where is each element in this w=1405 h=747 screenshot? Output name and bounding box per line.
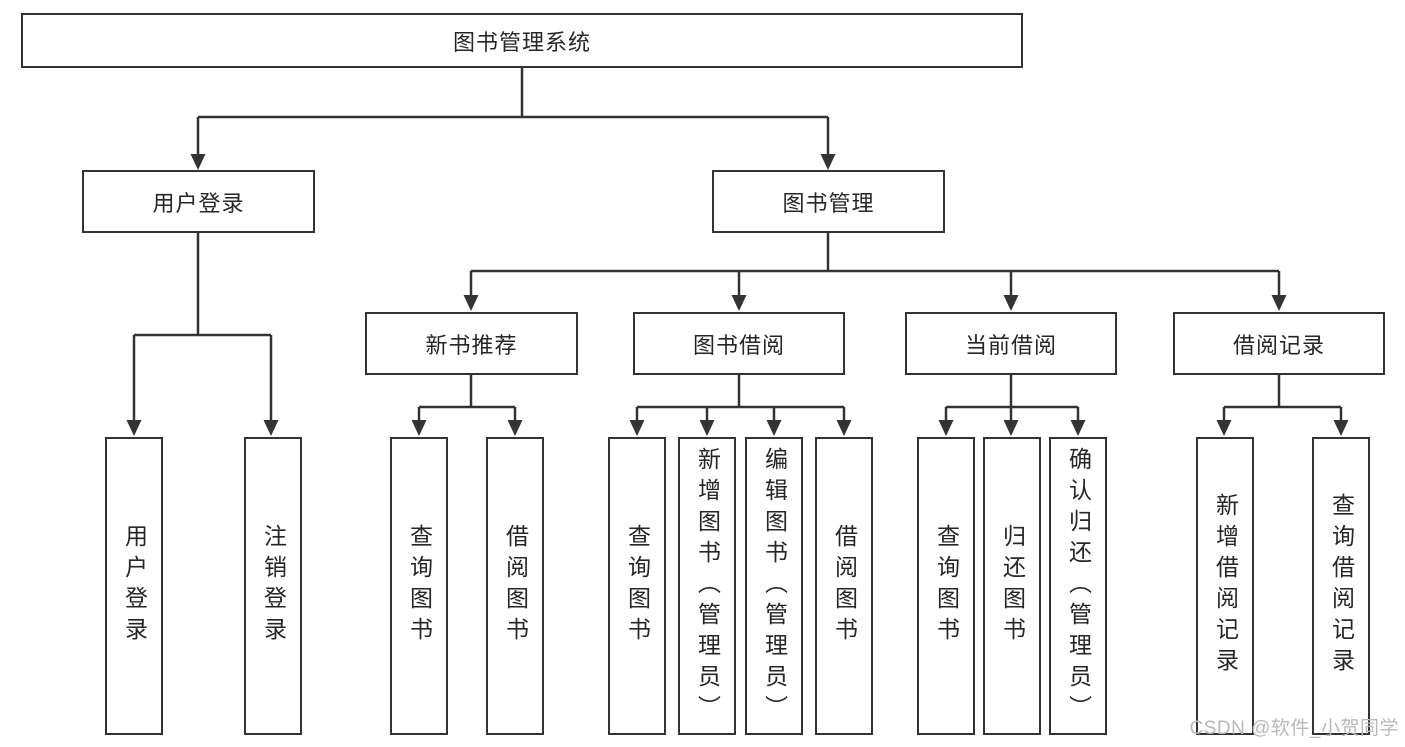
leaf-return-books: 归还图书 (983, 437, 1041, 735)
node-book-borrowing: 图书借阅 (633, 312, 845, 375)
leaf-label: 新增图书（管理员） (694, 446, 721, 726)
leaf-label: 查询图书 (406, 524, 433, 648)
leaf-borrow-books: 借阅图书 (486, 437, 544, 735)
leaf-label: 确认归还（管理员） (1065, 446, 1092, 726)
csdn-watermark: CSDN @软件_小贺同学 (1189, 718, 1399, 739)
node-new-book-recommendation: 新书推荐 (365, 312, 578, 375)
leaf-add-borrow-record: 新增借阅记录 (1196, 437, 1254, 735)
node-label: 新书推荐 (425, 332, 518, 358)
leaf-label: 新增借阅记录 (1212, 493, 1239, 679)
leaf-label: 查询图书 (933, 524, 960, 648)
leaf-add-books-admin: 新增图书（管理员） (678, 437, 736, 735)
leaf-label: 借阅图书 (502, 524, 529, 648)
leaf-query-borrow-record: 查询借阅记录 (1312, 437, 1370, 735)
node-current-borrowing: 当前借阅 (905, 312, 1117, 375)
leaf-label: 借阅图书 (831, 524, 858, 648)
leaf-label: 用户登录 (121, 524, 148, 648)
node-borrowing-records: 借阅记录 (1173, 312, 1385, 375)
leaf-confirm-return-admin: 确认归还（管理员） (1049, 437, 1107, 735)
node-user-login: 用户登录 (82, 170, 315, 233)
leaf-query-books: 查询图书 (390, 437, 448, 735)
node-label: 用户登录 (152, 190, 245, 216)
node-book-management: 图书管理 (712, 170, 945, 233)
leaf-user-login: 用户登录 (105, 437, 163, 735)
leaf-query-books: 查询图书 (608, 437, 666, 735)
leaf-query-books: 查询图书 (917, 437, 975, 735)
node-library-management-system: 图书管理系统 (21, 13, 1023, 68)
node-label: 图书借阅 (692, 332, 785, 358)
leaf-label: 注销登录 (260, 524, 287, 648)
node-label: 图书管理 (782, 190, 875, 216)
node-label: 图书管理系统 (452, 29, 591, 55)
node-label: 当前借阅 (964, 332, 1057, 358)
leaf-edit-books-admin: 编辑图书（管理员） (745, 437, 803, 735)
leaf-label: 归还图书 (999, 524, 1026, 648)
node-label: 借阅记录 (1232, 332, 1325, 358)
leaf-borrow-books: 借阅图书 (815, 437, 873, 735)
leaf-label: 查询图书 (624, 524, 651, 648)
leaf-label: 查询借阅记录 (1328, 493, 1355, 679)
leaf-logout: 注销登录 (244, 437, 302, 735)
leaf-label: 编辑图书（管理员） (761, 446, 788, 726)
